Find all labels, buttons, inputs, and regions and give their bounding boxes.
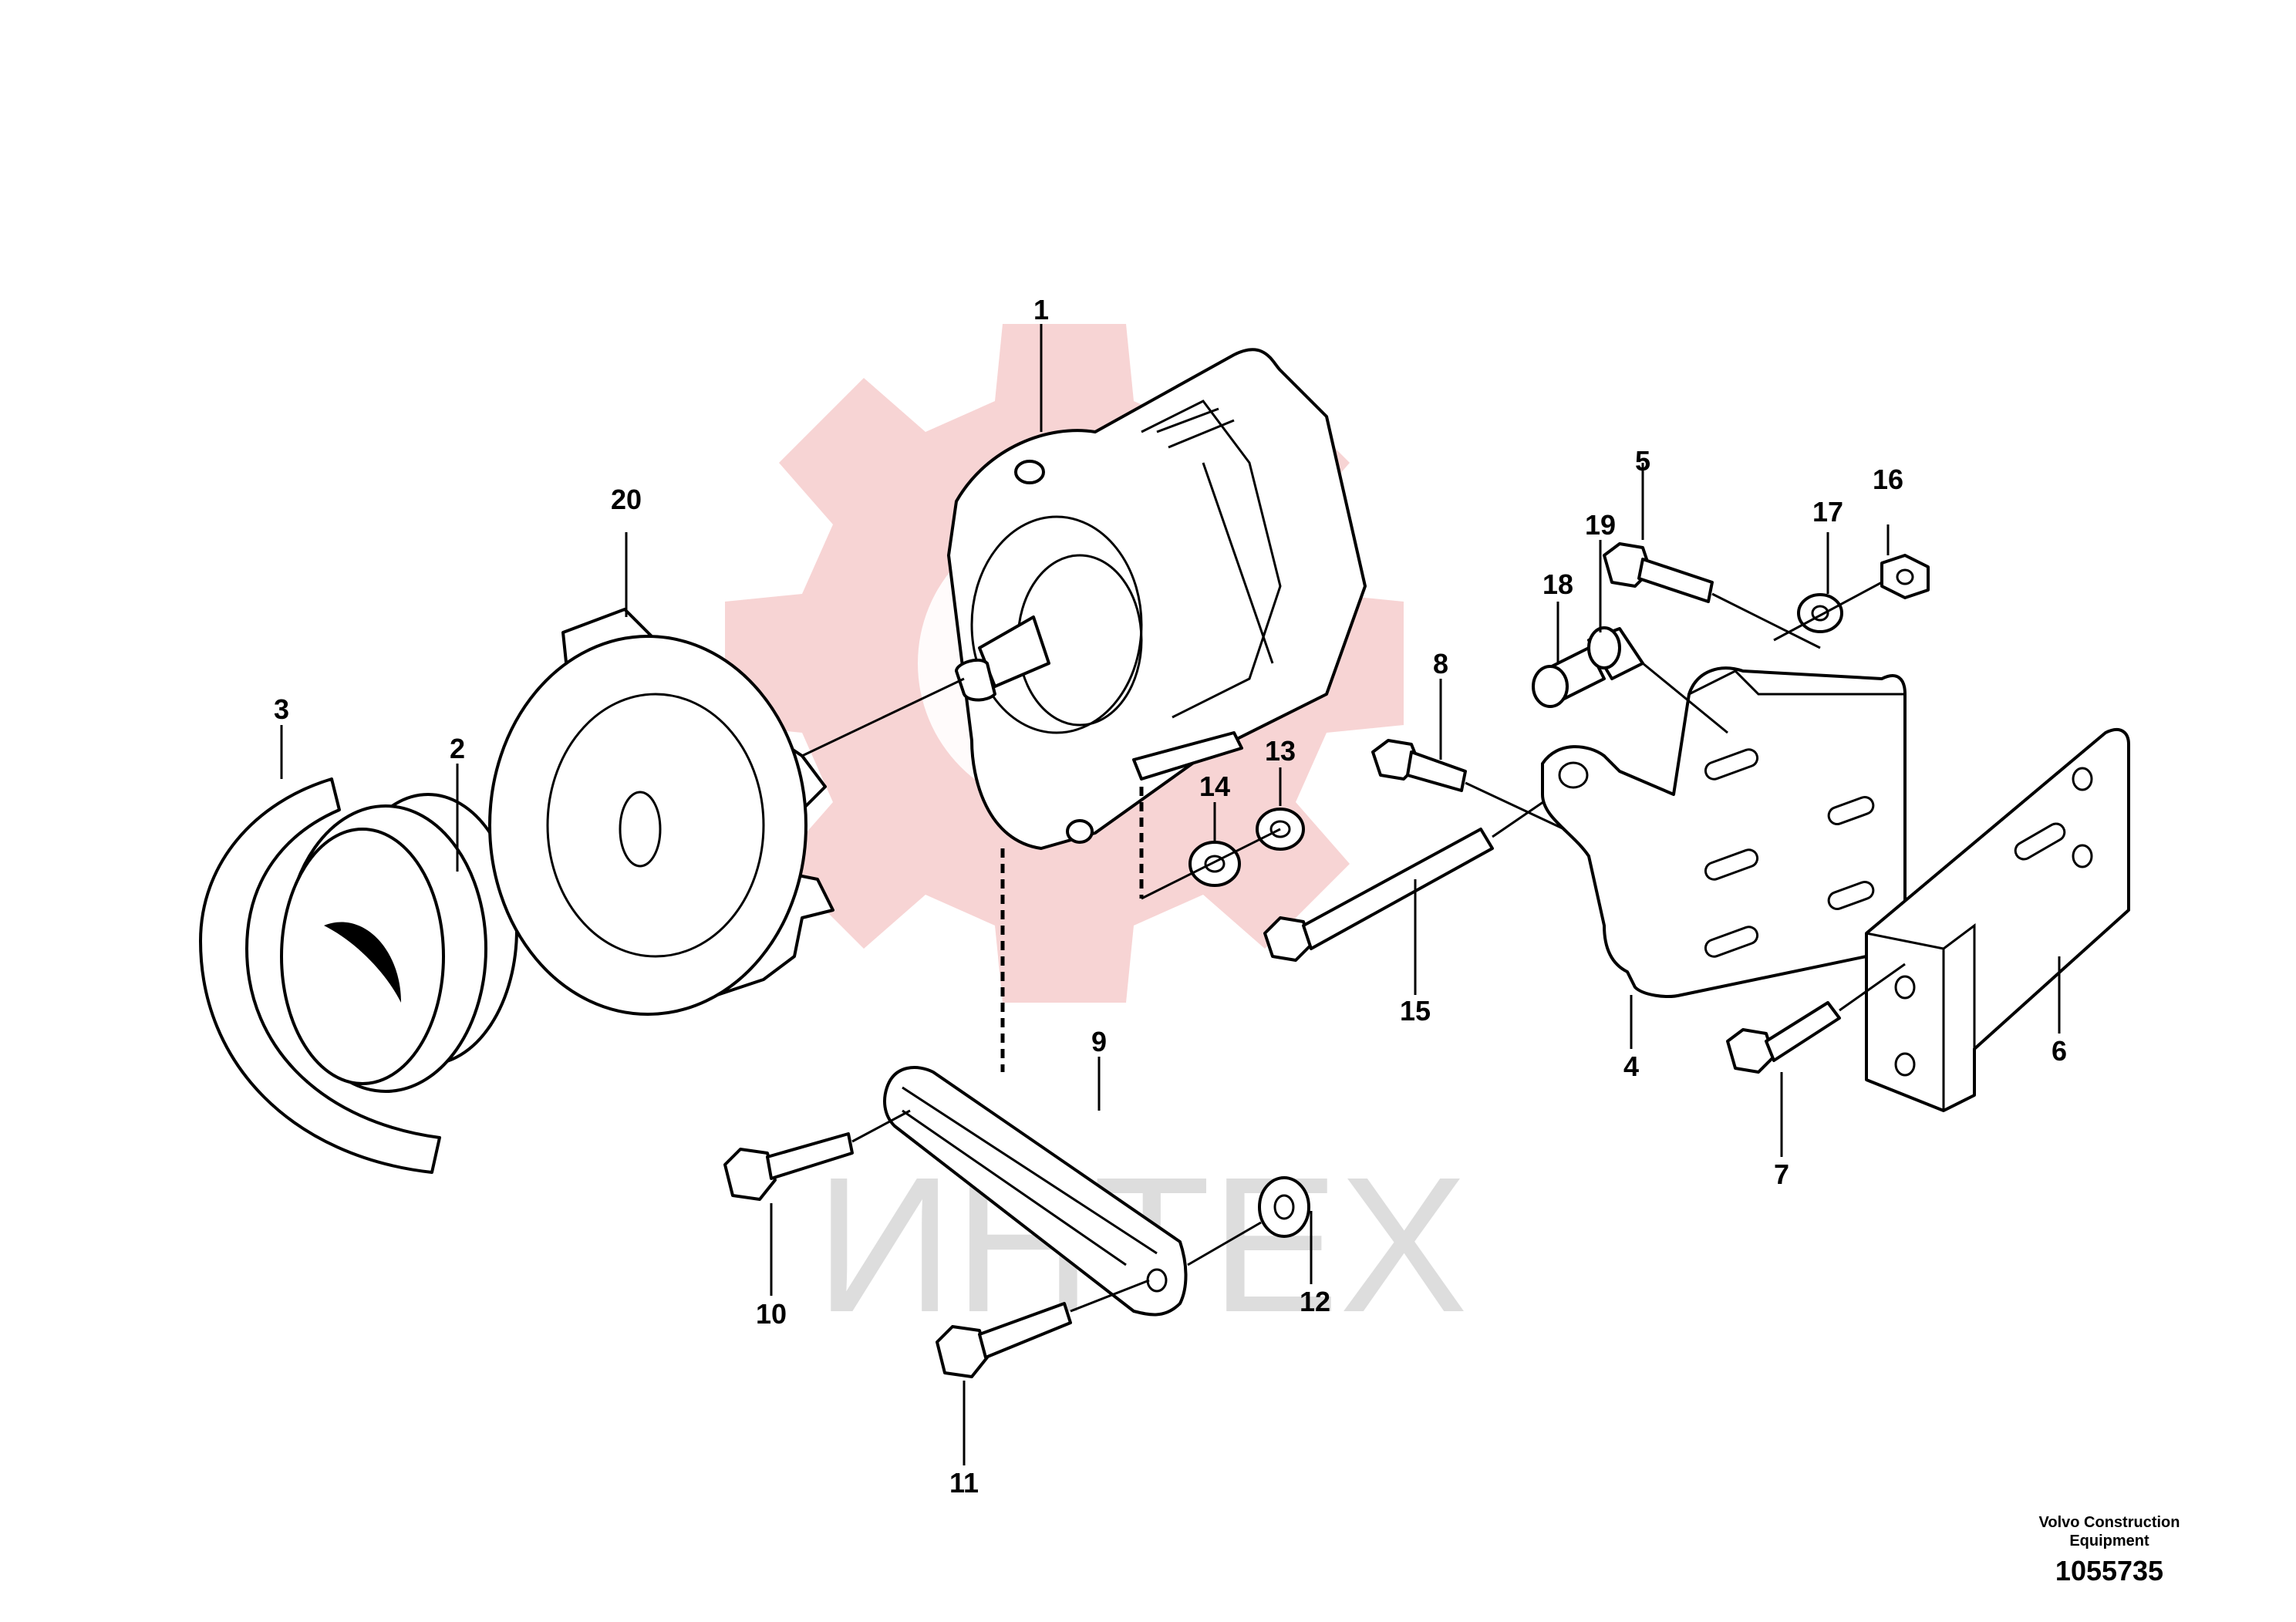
part-3-lock-ring — [199, 777, 441, 1174]
part-19-sleeve — [1587, 626, 1644, 680]
bolt-10-axis — [851, 1109, 911, 1143]
part-2-pulley-hub — [280, 793, 518, 1093]
part-7-bolt — [1726, 1001, 1841, 1074]
stud-bolt — [1132, 731, 1243, 781]
part-17-washer — [1797, 593, 1843, 633]
callout-2: 2 — [450, 733, 465, 764]
callout-12: 12 — [1300, 1286, 1330, 1317]
callout-8: 8 — [1433, 648, 1448, 679]
nut-16-axis — [1773, 581, 1883, 642]
callout-11: 11 — [949, 1467, 979, 1499]
washer-axis — [1141, 828, 1281, 900]
callout-6: 6 — [2052, 1035, 2067, 1067]
callout-14: 14 — [1199, 771, 1230, 802]
part-6-plate — [1865, 728, 2130, 1112]
callout-labels: 1 2 3 4 5 6 7 8 9 10 11 12 13 14 15 16 1… — [274, 294, 2067, 1499]
part-18-spacer — [1532, 646, 1606, 708]
callout-16: 16 — [1873, 464, 1903, 495]
part-15-long-bolt — [1263, 828, 1494, 962]
part-8-bolt — [1371, 739, 1467, 792]
part-1-alternator — [947, 348, 1367, 850]
callout-9: 9 — [1091, 1026, 1107, 1057]
bolt-7-axis — [1839, 963, 1906, 1012]
part-11-bolt — [936, 1302, 1072, 1378]
part-10-bolt — [723, 1132, 854, 1201]
callout-13: 13 — [1265, 735, 1296, 767]
part-20-fan-pulley — [488, 608, 834, 1016]
footer-brand-line2: Equipment — [2069, 1533, 2149, 1549]
part-14-washer — [1188, 841, 1241, 887]
callout-3: 3 — [274, 693, 289, 725]
callout-4: 4 — [1623, 1050, 1639, 1082]
callout-20: 20 — [611, 484, 642, 515]
callout-10: 10 — [756, 1298, 787, 1330]
callout-17: 17 — [1812, 496, 1843, 528]
shaft-line — [801, 677, 965, 757]
part-5-bolt — [1603, 542, 1714, 603]
sleeve-axis — [1642, 662, 1728, 734]
part-12-spacer — [1258, 1176, 1310, 1238]
part-16-nut — [1880, 554, 1930, 599]
drawing-number: 1055735 — [2055, 1555, 2164, 1587]
callout-18: 18 — [1542, 568, 1573, 600]
footer-brand: Volvo Construction Equipment — [2009, 1513, 2210, 1550]
spacer-12-axis — [1187, 1221, 1262, 1266]
leader-lines — [280, 324, 2061, 1465]
callout-7: 7 — [1774, 1158, 1789, 1190]
part-4-bracket — [1541, 666, 1907, 998]
callout-19: 19 — [1585, 509, 1616, 541]
bolt-5-axis — [1711, 592, 1821, 649]
callout-5: 5 — [1635, 445, 1650, 477]
footer-brand-line1: Volvo Construction — [2038, 1514, 2180, 1531]
callout-1: 1 — [1033, 294, 1049, 325]
callout-15: 15 — [1400, 995, 1431, 1027]
bolt-11-axis — [1070, 1279, 1150, 1313]
